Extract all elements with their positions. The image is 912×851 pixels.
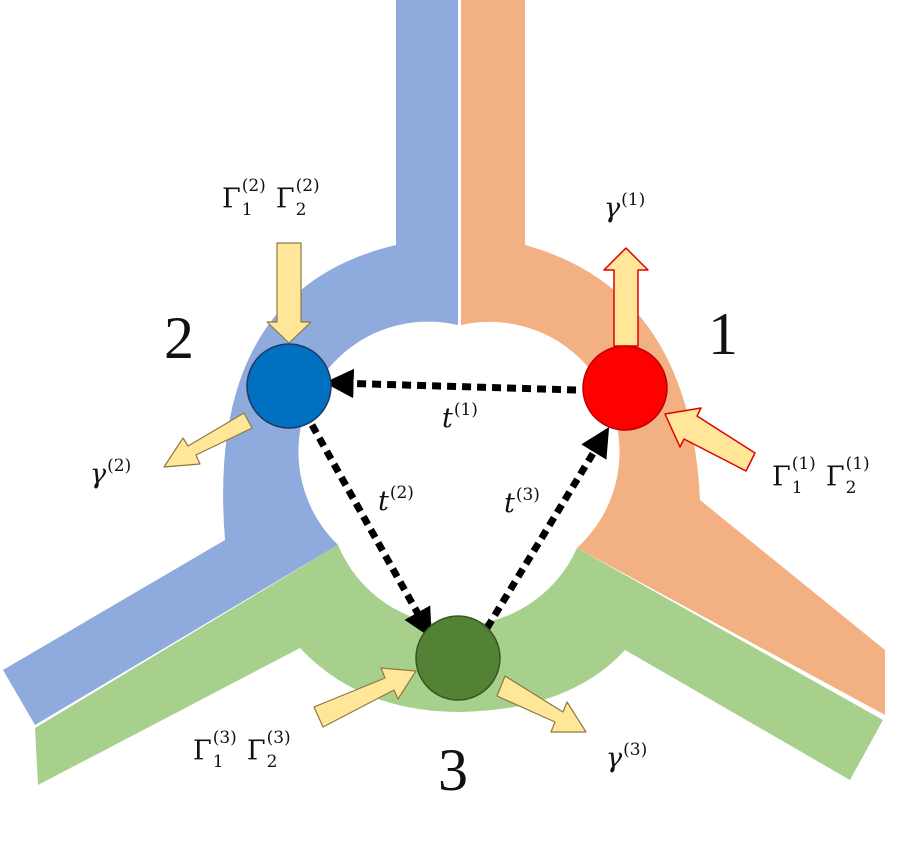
hopping-label-t1: t(1) (442, 400, 478, 434)
region-left-sector (3, 0, 458, 725)
loss-label-3: γ(3) (606, 740, 648, 774)
hopping-arrow-t1 (324, 368, 577, 399)
node-2-circle (246, 343, 332, 429)
hopping-label-t2: t(2) (378, 483, 414, 517)
hopping-arrow-t3 (484, 426, 610, 630)
gain-arrow-1 (664, 407, 756, 472)
node-1-label: 1 (708, 301, 738, 367)
node-1-circle (582, 345, 668, 431)
loss-arrow-2 (163, 412, 253, 468)
hopping-arrow-t2 (308, 423, 432, 639)
loss-arrow-1 (603, 247, 649, 347)
region-right-sector (461, 0, 885, 715)
node-3-circle (415, 615, 501, 701)
node-3-label: 3 (438, 737, 468, 803)
loss-label-2: γ(2) (90, 456, 132, 490)
loss-label-1: γ(1) (604, 190, 646, 224)
gain-arrow-3 (313, 667, 417, 728)
gain-arrow-2 (266, 242, 312, 344)
node-2-label: 2 (164, 305, 194, 371)
hopping-label-t3: t(3) (504, 485, 540, 519)
loss-arrow-3 (496, 675, 587, 733)
